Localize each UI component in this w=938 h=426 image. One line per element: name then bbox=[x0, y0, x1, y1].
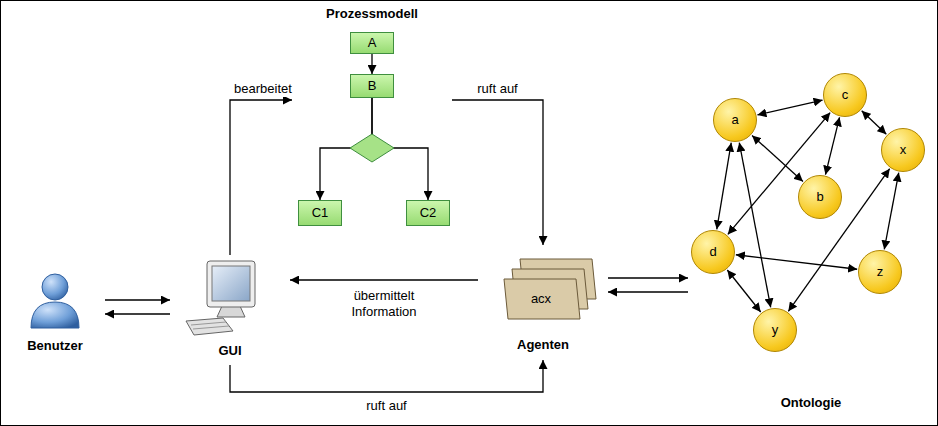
concept-circle: c bbox=[823, 73, 867, 117]
node-caption: GUI bbox=[170, 343, 290, 359]
process-box: A bbox=[350, 32, 394, 54]
edge-label: ruft auf bbox=[475, 81, 519, 97]
ontology: Ontologie a c x b d z y bbox=[688, 68, 934, 418]
node-label: C2 bbox=[420, 205, 437, 221]
connector-arrow bbox=[105, 313, 170, 314]
concept-circle: a bbox=[713, 98, 757, 142]
connector-arrow bbox=[727, 270, 760, 312]
connector-arrow bbox=[230, 360, 543, 392]
node-label: C1 bbox=[312, 205, 329, 221]
edge-label: ruft auf bbox=[364, 398, 408, 414]
connector-arrow bbox=[862, 111, 887, 134]
node-label: d bbox=[709, 244, 716, 260]
node-label: y bbox=[772, 322, 779, 338]
connector-arrow bbox=[825, 117, 839, 174]
node-caption: Agenten bbox=[478, 337, 608, 353]
connector-arrow bbox=[371, 54, 372, 74]
computer-icon bbox=[186, 261, 255, 335]
connector-arrow bbox=[884, 173, 898, 250]
gui: GUI bbox=[170, 255, 290, 365]
process-box: B bbox=[350, 74, 394, 98]
node-caption: Prozessmodell bbox=[292, 6, 452, 22]
user: Benutzer bbox=[5, 268, 105, 360]
concept-circle: d bbox=[691, 230, 735, 274]
node-caption: acx bbox=[504, 291, 578, 307]
connector-arrow bbox=[736, 255, 857, 270]
connector-arrow bbox=[757, 100, 822, 115]
node-label: c bbox=[842, 87, 849, 103]
node-label: B bbox=[368, 78, 377, 94]
edge-label: übermittelt Information bbox=[340, 288, 428, 320]
node-caption: Benutzer bbox=[5, 338, 105, 354]
node-label: A bbox=[368, 35, 377, 51]
connector-arrow bbox=[105, 299, 170, 300]
connector-arrow bbox=[230, 100, 292, 255]
connector-arrow bbox=[290, 279, 478, 280]
concept-circle: x bbox=[881, 128, 925, 172]
concept-circle: b bbox=[798, 175, 842, 219]
node-label: b bbox=[816, 189, 823, 205]
connector-arrow bbox=[739, 143, 770, 308]
process-model: ProzessmodellA B C1 C2 bbox=[292, 2, 452, 230]
concept-circle: z bbox=[858, 250, 902, 294]
node-label: a bbox=[731, 112, 738, 128]
connector-arrow bbox=[452, 100, 543, 245]
decision-diamond bbox=[350, 134, 394, 162]
node-caption: Ontologie bbox=[688, 395, 934, 411]
connector-arrow bbox=[608, 291, 688, 292]
process-box: C2 bbox=[406, 200, 450, 226]
concept-circle: y bbox=[753, 308, 797, 352]
node-label: x bbox=[900, 142, 907, 158]
agent-stack bbox=[504, 259, 596, 319]
process-box: C1 bbox=[298, 200, 342, 226]
user-icon bbox=[31, 274, 79, 328]
node-label: z bbox=[877, 264, 884, 280]
agents: acxAgenten bbox=[478, 245, 608, 360]
edge-label: bearbeitet bbox=[232, 81, 294, 97]
connector-arrow bbox=[717, 143, 731, 230]
connector-arrow bbox=[608, 277, 688, 278]
